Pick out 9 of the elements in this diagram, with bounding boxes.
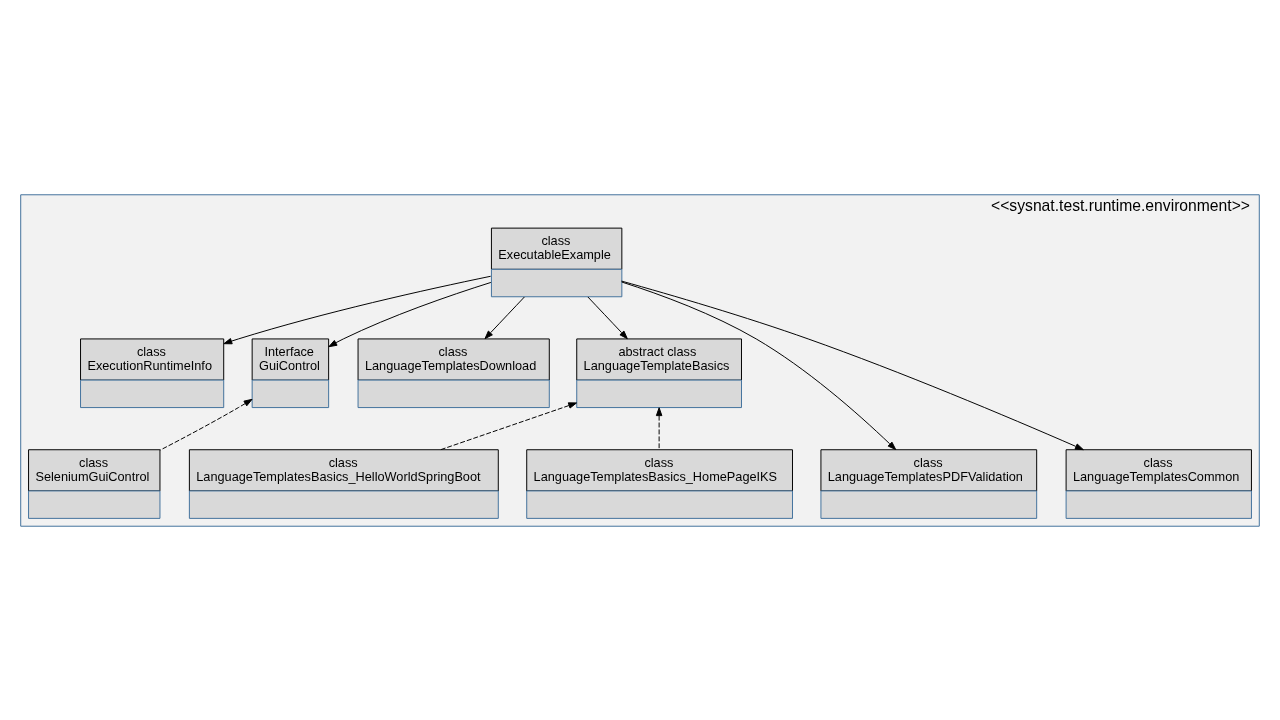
arrow [621, 281, 897, 450]
arrow [621, 280, 1084, 450]
arrow [484, 295, 525, 339]
arrow [159, 398, 253, 451]
arrow [440, 401, 578, 450]
arrow [223, 275, 492, 344]
arrow [587, 295, 628, 339]
arrow [655, 406, 663, 450]
arrow [328, 281, 492, 347]
